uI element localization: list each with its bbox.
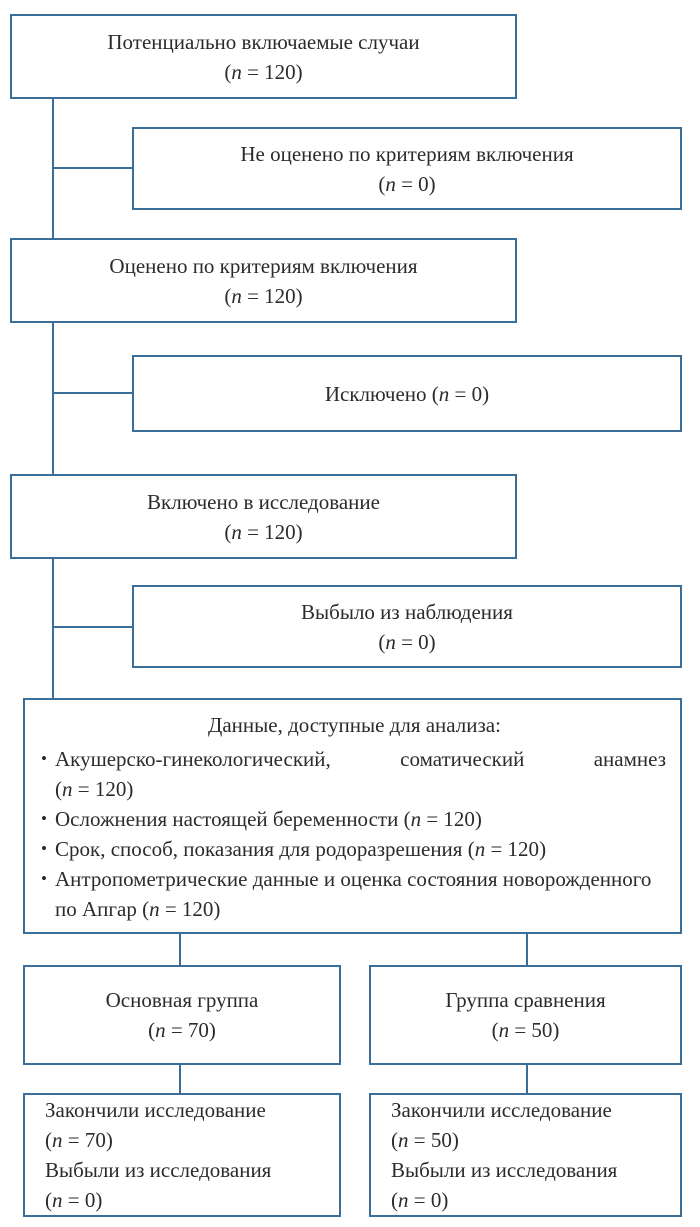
excluded-box: Исключено (n = 0) xyxy=(132,355,682,432)
analysis-list: Акушерско-гинекологический, соматический а… xyxy=(41,744,666,924)
connector-to-main-group xyxy=(179,932,181,965)
main-dropped-label: Выбыли из исследования xyxy=(45,1158,272,1182)
excluded-text: Исключено (n = 0) xyxy=(324,381,490,406)
connector-comparison-final xyxy=(526,1065,528,1093)
not-assessed-count: (n = 0) xyxy=(378,171,436,196)
comparison-final-box: Закончили исследование (n = 50) Выбыли и… xyxy=(369,1093,682,1217)
connector-main-final xyxy=(179,1065,181,1093)
assessed-title: Оценено по критериям включения xyxy=(109,253,418,278)
potential-cases-count: (n = 120) xyxy=(224,59,303,84)
not-assessed-box: Не оценено по критериям включения (n = 0… xyxy=(132,127,682,210)
included-count: (n = 120) xyxy=(224,519,303,544)
branch-connector-not-assessed xyxy=(52,167,132,169)
included-title: Включено в исследование xyxy=(147,489,380,514)
potential-cases-title: Потенциально включаемые случаи xyxy=(107,29,420,54)
comparison-dropped-label: Выбыли из исследования xyxy=(391,1158,618,1182)
comparison-dropped-count: (n = 0) xyxy=(391,1188,449,1212)
assessed-count: (n = 120) xyxy=(224,283,303,308)
comparison-group-count: (n = 50) xyxy=(491,1018,560,1042)
main-final-box: Закончили исследование (n = 70) Выбыли и… xyxy=(23,1093,341,1217)
dropped-count: (n = 0) xyxy=(378,629,436,654)
connector-to-comparison-group xyxy=(526,932,528,965)
assessed-box: Оценено по критериям включения (n = 120) xyxy=(10,238,517,323)
comparison-completed-label: Закончили исследование xyxy=(391,1098,612,1122)
analysis-item-complications: Осложнения настоящей беременности (n = 1… xyxy=(41,804,666,834)
analysis-data-box: Данные, доступные для анализа: Акушерско… xyxy=(23,698,682,934)
main-group-title: Основная группа xyxy=(105,988,259,1012)
analysis-title: Данные, доступные для анализа: xyxy=(208,713,501,737)
dropped-box: Выбыло из наблюдения (n = 0) xyxy=(132,585,682,668)
comparison-completed-count: (n = 50) xyxy=(391,1128,459,1152)
main-group-count: (n = 70) xyxy=(148,1018,216,1042)
analysis-item-delivery: Срок, способ, показания для родоразрешен… xyxy=(41,834,666,864)
branch-connector-dropped xyxy=(52,626,132,628)
main-dropped-count: (n = 0) xyxy=(45,1188,103,1212)
analysis-item-anthropometry: Антропометрические данные и оценка состо… xyxy=(41,864,666,924)
comparison-group-title: Группа сравнения xyxy=(445,988,606,1012)
main-group-box: Основная группа (n = 70) xyxy=(23,965,341,1065)
main-completed-label: Закончили исследование xyxy=(45,1098,266,1122)
spine-connector xyxy=(52,97,54,698)
branch-connector-excluded xyxy=(52,392,132,394)
anamnesis-word: Акушерско-гинекологический, xyxy=(55,747,331,771)
comparison-group-box: Группа сравнения (n = 50) xyxy=(369,965,682,1065)
included-box: Включено в исследование (n = 120) xyxy=(10,474,517,559)
main-completed-count: (n = 70) xyxy=(45,1128,113,1152)
potential-cases-box: Потенциально включаемые случаи (n = 120) xyxy=(10,14,517,99)
anamnesis-word: соматический xyxy=(400,747,525,771)
analysis-item-anamnesis: Акушерско-гинекологический, соматический а… xyxy=(41,744,666,804)
anamnesis-word: анамнез xyxy=(593,747,666,771)
not-assessed-title: Не оценено по критериям включения xyxy=(240,141,574,166)
dropped-title: Выбыло из наблюдения xyxy=(301,599,513,624)
